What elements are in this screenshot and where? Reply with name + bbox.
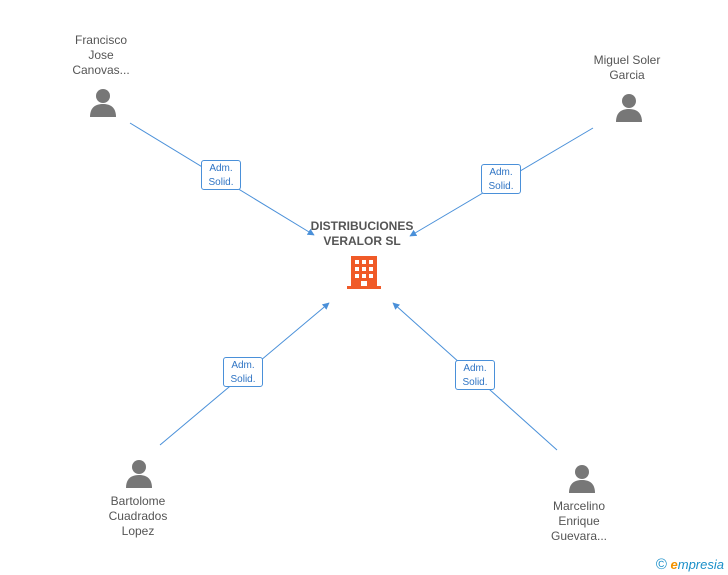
person-name-line: Guevara... [550, 529, 608, 543]
role-line: Solid. [462, 377, 488, 388]
person-name-line: Francisco [74, 33, 127, 47]
building-icon[interactable] [347, 254, 381, 290]
person-name-line: Miguel Soler [593, 53, 661, 67]
role-badge-bartolome[interactable]: Adm. Solid. [223, 357, 263, 387]
brand-logo-initial: e [670, 557, 678, 572]
copyright-icon: © [655, 556, 667, 573]
role-badge-miguel[interactable]: Adm. Solid. [481, 164, 521, 194]
company-name-line: VERALOR SL [323, 234, 401, 248]
role-line: Solid. [488, 181, 514, 192]
person-icon[interactable] [88, 87, 118, 117]
role-line: Adm. [489, 167, 513, 178]
person-name-line: Lopez [121, 524, 155, 538]
role-line: Adm. [209, 163, 233, 174]
role-line: Adm. [231, 360, 255, 371]
person-icon[interactable] [614, 92, 644, 122]
person-name-line: Marcelino [552, 499, 606, 513]
role-line: Solid. [230, 374, 256, 385]
company-name[interactable]: DISTRIBUCIONES VERALOR SL [302, 219, 422, 249]
person-name-bartolome[interactable]: Bartolome Cuadrados Lopez [78, 494, 198, 539]
role-badge-francisco[interactable]: Adm. Solid. [201, 160, 241, 190]
person-name-line: Garcia [609, 68, 645, 82]
person-name-line: Jose [88, 48, 114, 62]
person-name-marcelino[interactable]: Marcelino Enrique Guevara... [519, 499, 639, 544]
person-name-miguel[interactable]: Miguel Soler Garcia [567, 53, 687, 83]
person-name-francisco[interactable]: Francisco Jose Canovas... [41, 33, 161, 78]
footer-brand[interactable]: © empresia [656, 556, 724, 573]
person-name-line: Enrique [558, 514, 600, 528]
person-name-line: Canovas... [72, 63, 130, 77]
person-name-line: Bartolome [110, 494, 166, 508]
person-icon[interactable] [124, 458, 154, 488]
person-name-line: Cuadrados [108, 509, 168, 523]
company-name-line: DISTRIBUCIONES [310, 219, 414, 233]
role-line: Solid. [208, 177, 234, 188]
role-badge-marcelino[interactable]: Adm. Solid. [455, 360, 495, 390]
brand-logo-text: mpresia [677, 557, 724, 572]
role-line: Adm. [463, 363, 487, 374]
person-icon[interactable] [567, 463, 597, 493]
